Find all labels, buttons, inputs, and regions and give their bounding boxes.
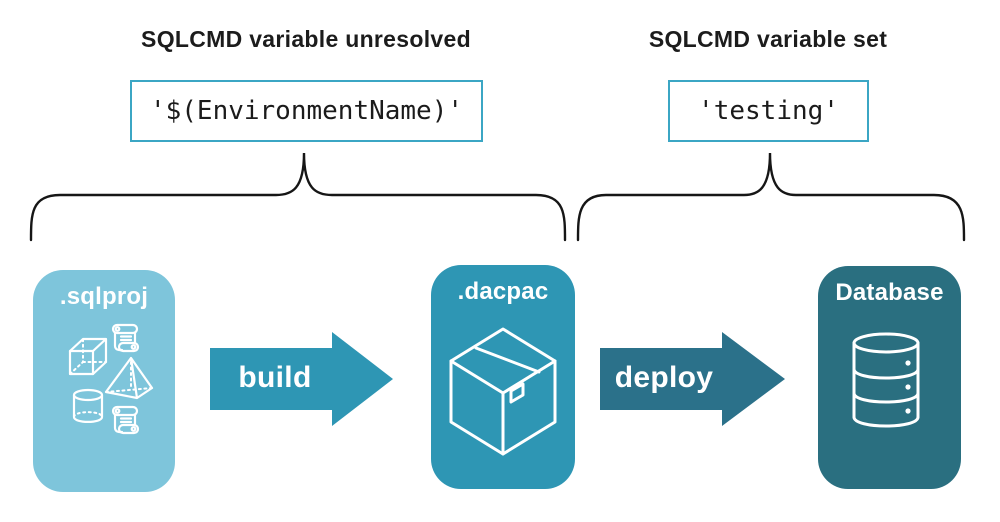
cylinder-icon — [72, 388, 104, 423]
build-arrow-label: build — [238, 361, 312, 394]
heading-unresolved: SQLCMD variable unresolved — [141, 26, 471, 52]
sqlproj-card-title: .sqlproj — [59, 283, 149, 310]
database-cylinder-icon — [852, 332, 920, 428]
build-arrow — [210, 332, 393, 426]
deploy-arrow — [600, 332, 785, 426]
sqlproj-card: .sqlproj — [33, 270, 175, 492]
unresolved-value-text: '$(EnvironmentName)' — [149, 96, 464, 126]
deploy-scope-brace — [576, 152, 966, 242]
cube-icon — [68, 337, 108, 376]
pyramid-icon — [104, 356, 154, 400]
sql-project-objects-icon — [68, 323, 154, 435]
build-scope-brace — [29, 152, 567, 242]
set-value-box: 'testing' — [668, 80, 869, 142]
unresolved-value-box: '$(EnvironmentName)' — [130, 80, 483, 142]
dacpac-card-title: .dacpac — [457, 278, 549, 305]
set-value-text: 'testing' — [698, 96, 839, 126]
scroll-icon — [111, 405, 140, 435]
database-card-title: Database — [835, 279, 944, 306]
package-box-icon — [449, 327, 557, 456]
deploy-arrow-label: deploy — [614, 361, 714, 394]
scroll-icon — [111, 323, 140, 353]
heading-set: SQLCMD variable set — [648, 26, 888, 52]
